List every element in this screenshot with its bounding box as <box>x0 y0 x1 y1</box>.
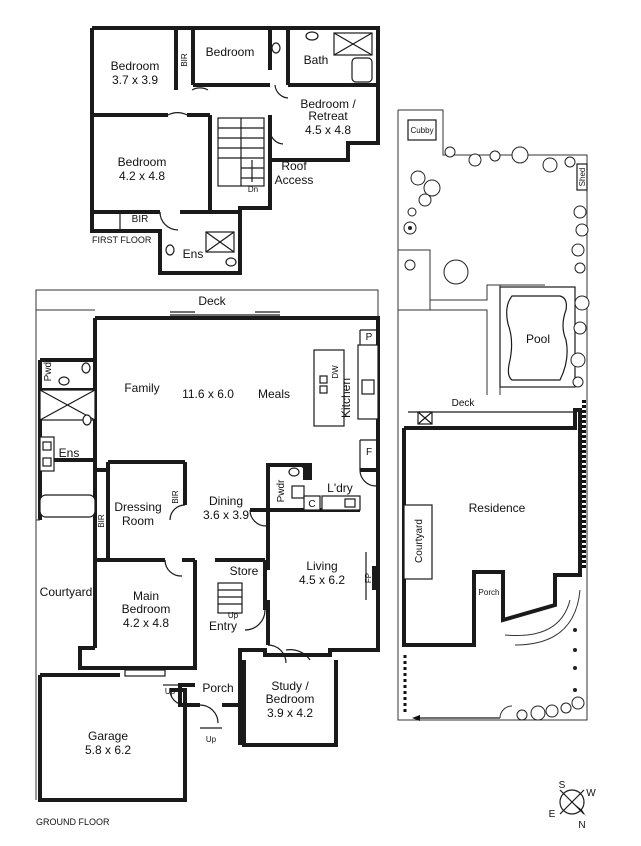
up-garage-label: Up <box>206 735 217 744</box>
meals-label: Meals <box>258 387 290 401</box>
shed-label: Shed <box>578 168 587 187</box>
compass-n: N <box>578 820 585 831</box>
bath-label: Bath <box>304 53 329 67</box>
study-size: 3.9 x 4.2 <box>267 706 313 720</box>
bedroom-2-label: Bedroom <box>206 45 255 59</box>
first-floor-plan <box>90 26 380 275</box>
main-bedroom-1: Main <box>133 589 159 603</box>
site-courtyard-label: Courtyard <box>414 519 425 563</box>
bedroom-1-size: 3.7 x 3.9 <box>112 73 158 87</box>
main-living-size: 11.6 x 6.0 <box>182 387 234 401</box>
residence-label: Residence <box>469 501 526 515</box>
dn-label: Dn <box>248 185 258 194</box>
compass-rose: S W E N <box>549 780 597 831</box>
site-plan: Cubby Shed Pool Deck Courtyard Residence… <box>397 109 590 721</box>
retreat-name-1: Bedroom / <box>300 97 356 111</box>
site-deck-label: Deck <box>452 398 476 409</box>
living-size: 4.5 x 6.2 <box>299 573 345 587</box>
dining-name: Dining <box>209 494 243 508</box>
cubby-label: Cubby <box>410 126 433 135</box>
bedroom-1-name: Bedroom <box>111 59 160 73</box>
family-label: Family <box>124 381 159 395</box>
fireplace-label: FP <box>364 573 373 583</box>
compass-e: E <box>549 809 556 820</box>
bir-main-label: BIR <box>97 514 106 528</box>
living-name: Living <box>306 559 337 573</box>
ens-first-label: Ens <box>183 247 204 261</box>
roof-access-1: Roof <box>281 159 307 173</box>
bir-bottom-label: BIR <box>132 214 149 225</box>
cupboard-label: C <box>308 499 315 510</box>
compass-w: W <box>586 788 596 799</box>
porch-label: Porch <box>202 681 233 695</box>
site-porch-label: Porch <box>479 588 500 597</box>
pwdr-right-label: Pwdr <box>276 479 287 502</box>
main-bedroom-2: Bedroom <box>122 602 171 616</box>
ground-floor-plan <box>35 289 380 802</box>
deck-label: Deck <box>198 294 226 308</box>
dressing-1: Dressing <box>114 500 161 514</box>
pool-label: Pool <box>526 332 550 346</box>
ens-ground-label: Ens <box>59 446 80 460</box>
retreat-name-2: Retreat <box>308 109 348 123</box>
retreat-size: 4.5 x 4.8 <box>305 123 351 137</box>
up-stair-label: Up <box>228 611 239 620</box>
bir-top-label: BIR <box>180 53 189 67</box>
garage-size: 5.8 x 6.2 <box>85 743 131 757</box>
bedroom-3-name: Bedroom <box>118 155 167 169</box>
bir-dressing-label: BIR <box>171 490 180 504</box>
dining-size: 3.6 x 3.9 <box>203 508 249 522</box>
roof-access-2: Access <box>275 173 314 187</box>
kitchen-label: Kitchen <box>339 378 353 418</box>
study-2: Bedroom <box>266 692 315 706</box>
main-bedroom-size: 4.2 x 4.8 <box>123 616 169 630</box>
store-label: Store <box>230 564 259 578</box>
pantry-label: P <box>366 332 373 343</box>
up-porch-label: Up <box>165 687 176 696</box>
fridge-label: F <box>366 447 372 458</box>
compass-s: S <box>559 780 566 791</box>
ground-floor-title: GROUND FLOOR <box>36 817 110 827</box>
dressing-2: Room <box>122 514 154 528</box>
laundry-label: L'dry <box>327 481 353 495</box>
first-floor-title: FIRST FLOOR <box>92 235 152 245</box>
bedroom-3-size: 4.2 x 4.8 <box>119 169 165 183</box>
pwdr-left-label: Pwdr <box>43 358 54 381</box>
courtyard-ground-label: Courtyard <box>40 585 93 599</box>
entry-label: Entry <box>209 619 237 633</box>
study-1: Study / <box>271 679 309 693</box>
garage-name: Garage <box>88 729 128 743</box>
dw-label: DW <box>331 365 340 379</box>
